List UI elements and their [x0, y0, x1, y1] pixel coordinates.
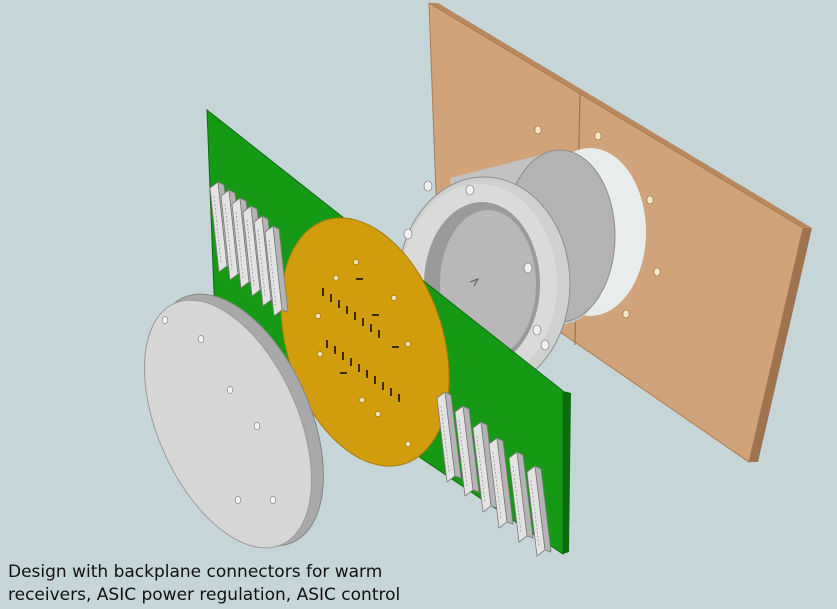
pad-mounting-holes: [315, 259, 411, 447]
connector: [508, 451, 534, 543]
connector: [436, 391, 462, 483]
caption-line-1: Design with backplane connectors for war…: [8, 562, 383, 582]
metal-cover-disc: [144, 293, 324, 549]
figure-caption: Design with backplane connectors for war…: [8, 561, 428, 607]
connector: [454, 405, 480, 497]
backplane-pcb: [206, 108, 571, 555]
plate-bolt-holes: [534, 125, 661, 319]
connector: [488, 437, 514, 529]
backplane-connectors-upper: [209, 181, 289, 317]
connector: [526, 465, 552, 557]
disc-bolt-holes: [161, 316, 277, 504]
backplane-connectors-lower: [436, 391, 552, 557]
asic-footprints: [322, 278, 400, 402]
connector: [264, 225, 289, 317]
caption-line-2: receivers, ASIC power regulation, ASIC c…: [8, 585, 401, 605]
connector: [472, 421, 498, 513]
